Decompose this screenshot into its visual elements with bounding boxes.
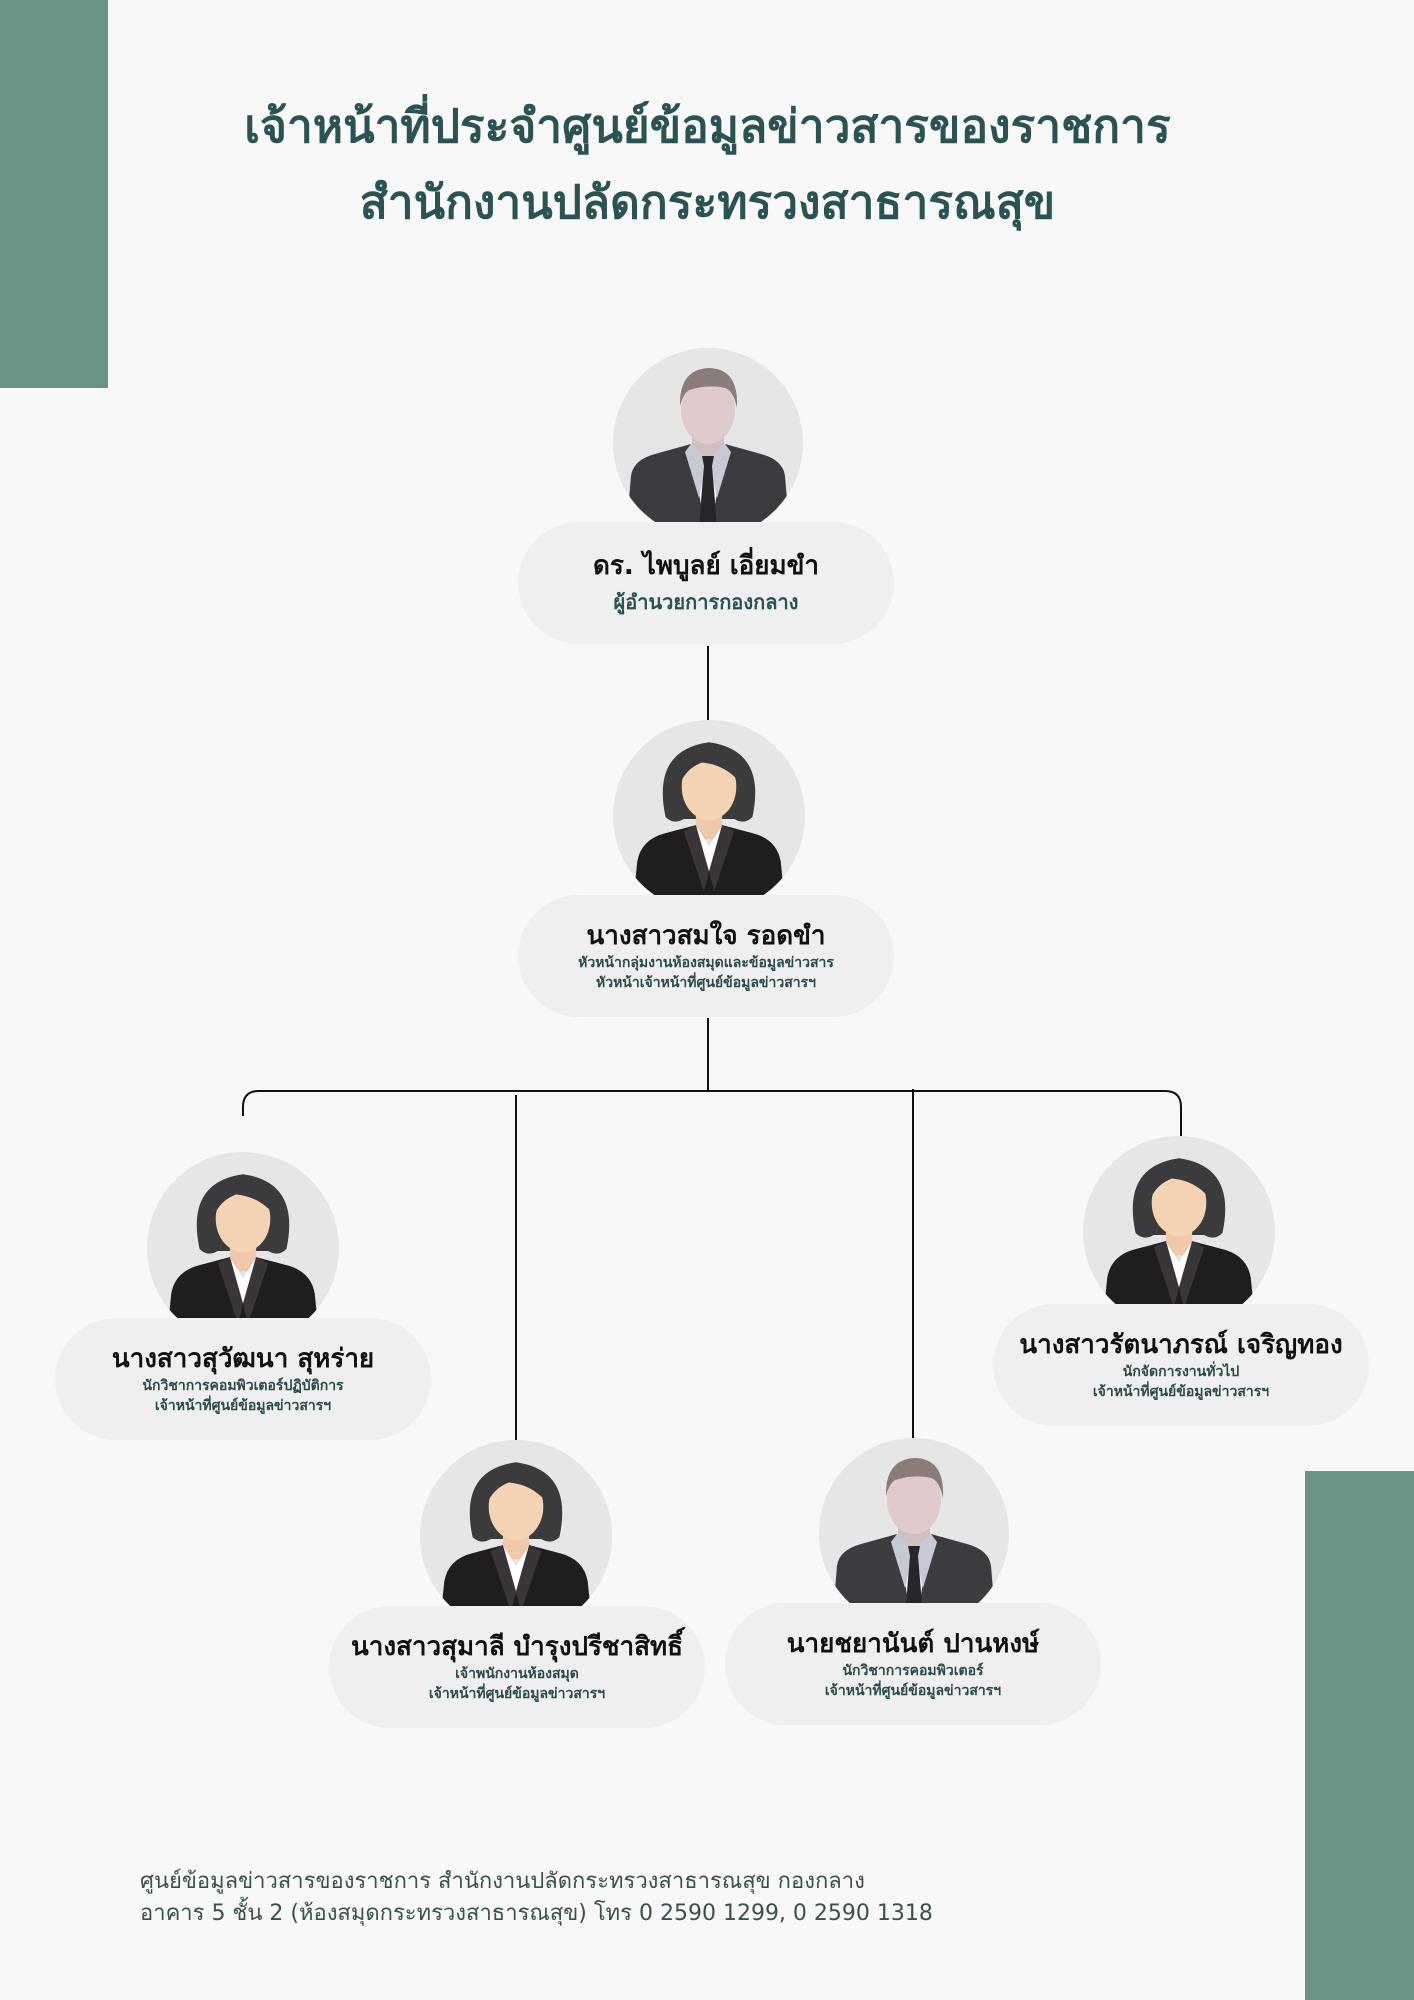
male-avatar-icon	[612, 348, 804, 538]
person-card: นายชยานันต์ ปานหงษ์ นักวิชาการคอมพิวเตอร…	[725, 1603, 1101, 1725]
person-role-1: นักวิชาการคอมพิวเตอร์	[842, 1663, 984, 1679]
title-line-1: เจ้าหน้าที่ประจำศูนย์ข้อมูลข่าวสารของราช…	[244, 99, 1171, 153]
person-role-2: เจ้าหน้าที่ศูนย์ข้อมูลข่าวสารฯ	[824, 1683, 1002, 1699]
footer-contact: ศูนย์ข้อมูลข่าวสารของราชการ สำนักงานปลัด…	[140, 1866, 933, 1930]
footer-line-1: ศูนย์ข้อมูลข่าวสารของราชการ สำนักงานปลัด…	[140, 1869, 865, 1894]
footer-line-2: อาคาร 5 ชั้น 2 (ห้องสมุดกระทรวงสาธารณสุข…	[140, 1901, 933, 1926]
title-line-2: สำนักงานปลัดกระทรวงสาธารณสุข	[359, 175, 1056, 229]
person-role-2: หัวหน้าเจ้าหน้าที่ศูนย์ข้อมูลข่าวสารฯ	[595, 975, 816, 991]
person-role-1: นักวิชาการคอมพิวเตอร์ปฏิบัติการ	[142, 1378, 344, 1394]
female-avatar-icon	[1082, 1136, 1276, 1328]
person-name: ดร. ไพบูลย์ เอี่ยมขำ	[593, 551, 819, 581]
connector-bus	[242, 1090, 1182, 1136]
person-name: นางสาวรัตนาภรณ์ เจริญทอง	[1019, 1330, 1343, 1360]
female-avatar-icon	[419, 1440, 613, 1632]
person-role-1: นักจัดการงานทั่วไป	[1122, 1364, 1240, 1380]
person-role-2: เจ้าหน้าที่ศูนย์ข้อมูลข่าวสารฯ	[1092, 1384, 1270, 1400]
female-avatar-icon	[612, 720, 806, 912]
person-card: นางสาวสมใจ รอดขำ หัวหน้ากลุ่มงานห้องสมุด…	[518, 895, 894, 1017]
male-avatar-icon	[818, 1438, 1010, 1628]
person-role-1: หัวหน้ากลุ่มงานห้องสมุดและข้อมูลข่าวสาร	[578, 955, 834, 971]
person-name: นางสาวสุมาลี บำรุงปรีชาสิทธิ์	[350, 1632, 684, 1662]
person-role-2: เจ้าหน้าที่ศูนย์ข้อมูลข่าวสารฯ	[428, 1686, 606, 1702]
person-card: นางสาวสุมาลี บำรุงปรีชาสิทธิ์ เจ้าพนักงา…	[329, 1606, 705, 1728]
page-title: เจ้าหน้าที่ประจำศูนย์ข้อมูลข่าวสารของราช…	[150, 88, 1265, 240]
person-role-2: เจ้าหน้าที่ศูนย์ข้อมูลข่าวสารฯ	[154, 1398, 332, 1414]
person-card: นางสาวสุวัฒนา สุหร่าย นักวิชาการคอมพิวเต…	[55, 1318, 431, 1440]
person-name: นางสาวสมใจ รอดขำ	[586, 921, 826, 951]
person-card: นางสาวรัตนาภรณ์ เจริญทอง นักจัดการงานทั่…	[993, 1304, 1369, 1426]
person-role: ผู้อำนวยการกองกลาง	[613, 590, 799, 614]
accent-bar-right	[1305, 1471, 1414, 2000]
accent-bar-left	[0, 0, 108, 388]
person-card: ดร. ไพบูลย์ เอี่ยมขำ ผู้อำนวยการกองกลาง	[518, 522, 894, 644]
person-name: นางสาวสุวัฒนา สุหร่าย	[111, 1344, 375, 1374]
female-avatar-icon	[146, 1152, 340, 1344]
person-name: นายชยานันต์ ปานหงษ์	[786, 1629, 1040, 1659]
person-role-1: เจ้าพนักงานห้องสมุด	[455, 1666, 579, 1682]
